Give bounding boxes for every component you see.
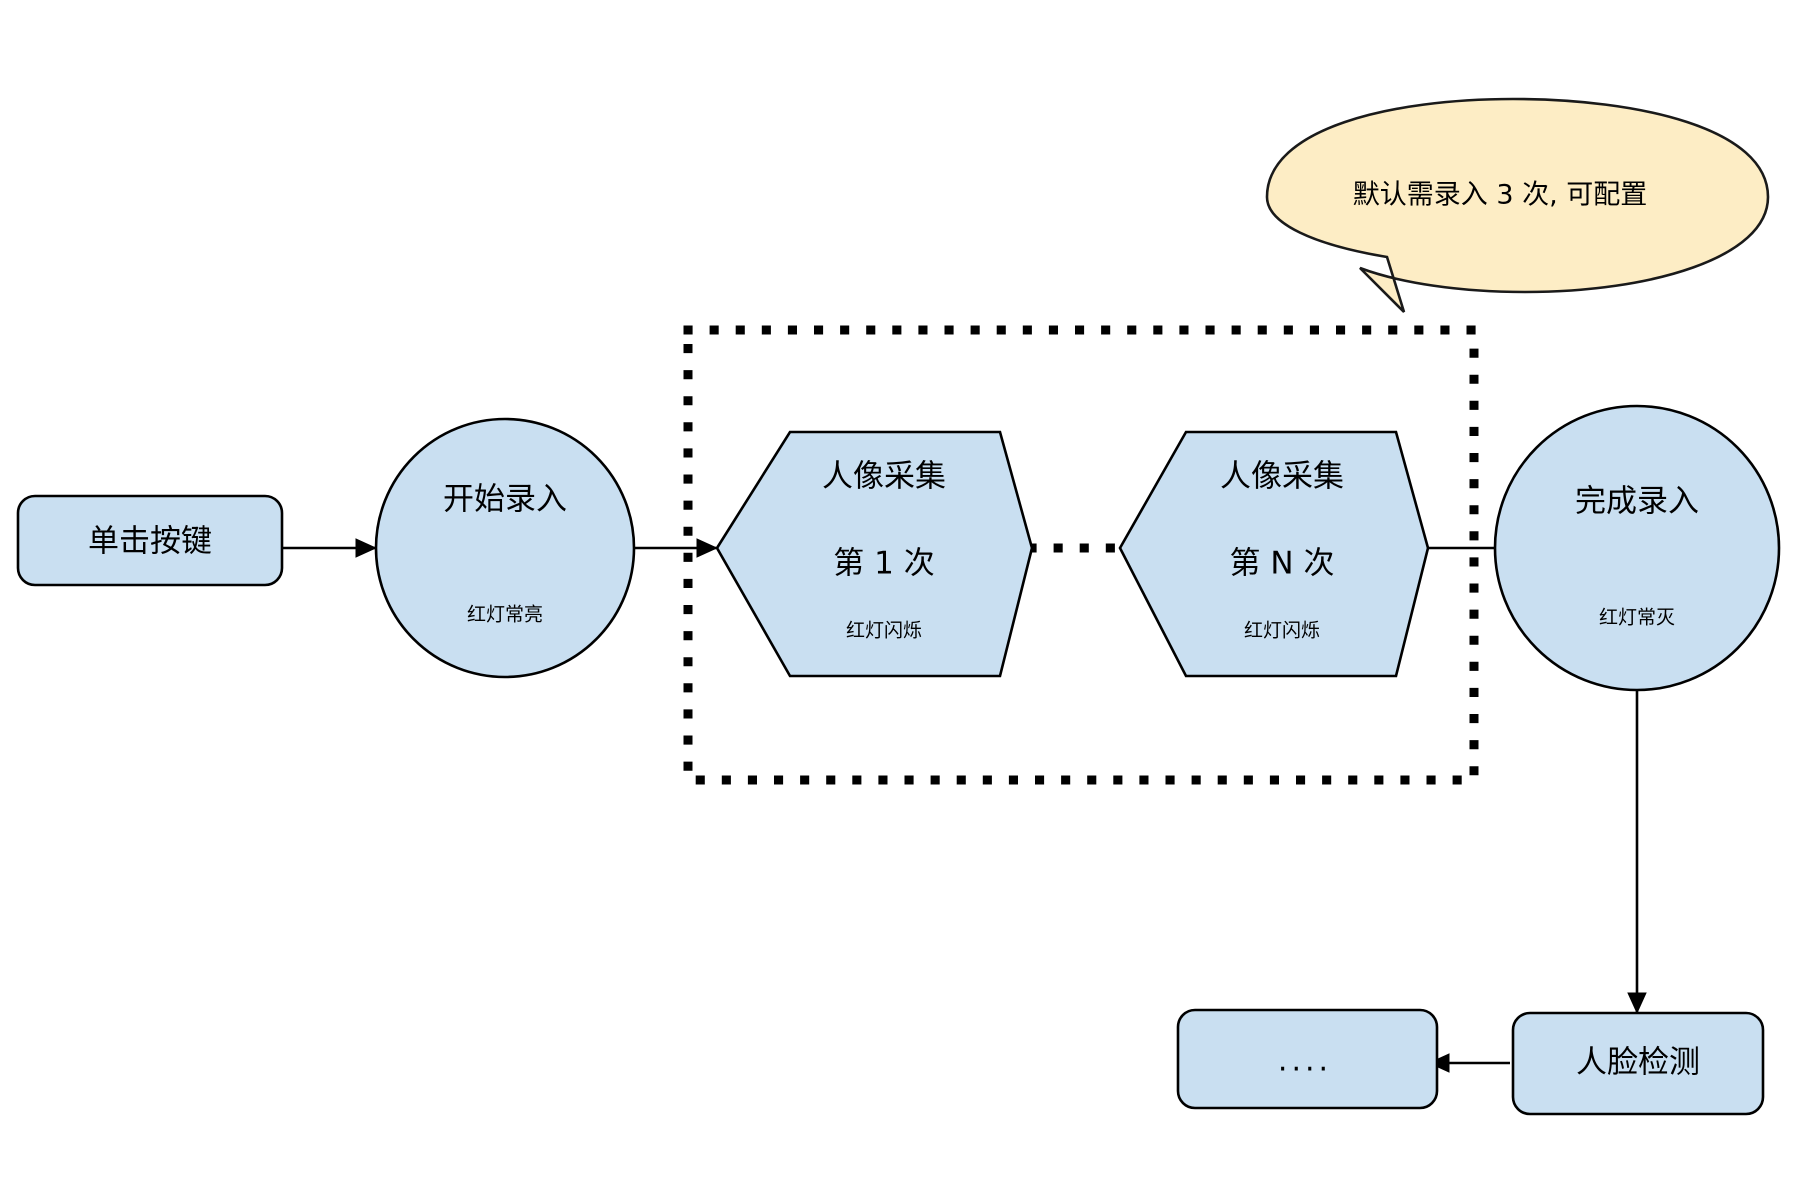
finish-enroll-label: 完成录入: [1575, 484, 1699, 520]
start-enroll-shape: [374, 417, 636, 679]
face-detect-shape: [1511, 1011, 1765, 1116]
callout-shape: [1265, 97, 1770, 313]
face-detect-label: 人脸检测: [1576, 1045, 1700, 1081]
node-capture-first[interactable]: 人像采集 第 1 次 红灯闪烁: [715, 430, 1034, 678]
capture-first-shape: [715, 430, 1034, 678]
loop-region-boundary: [683, 325, 1479, 785]
press-key-label: 单击按键: [88, 524, 212, 560]
capture-first-sublabel: 红灯闪烁: [846, 620, 922, 642]
more-steps-label: ....: [1278, 1044, 1332, 1079]
node-face-detect[interactable]: 人脸检测: [1511, 1011, 1765, 1116]
capture-first-label: 人像采集: [822, 459, 946, 495]
capture-nth-label2: 第 N 次: [1230, 546, 1335, 582]
node-start-enroll[interactable]: 开始录入 红灯常亮: [374, 417, 636, 679]
start-enroll-label: 开始录入: [443, 482, 567, 518]
node-more-steps[interactable]: ....: [1176, 1008, 1439, 1110]
callout-text: 默认需录入 3 次, 可配置: [1353, 180, 1648, 211]
more-steps-shape: [1176, 1008, 1439, 1110]
start-enroll-sublabel: 红灯常亮: [467, 604, 543, 626]
capture-first-label2: 第 1 次: [833, 546, 934, 582]
node-press-key[interactable]: 单击按键: [16, 494, 284, 587]
press-key-shape: [16, 494, 284, 587]
node-finish-enroll[interactable]: 完成录入 红灯常灭: [1493, 404, 1781, 692]
capture-nth-shape: [1118, 430, 1430, 678]
node-capture-nth[interactable]: 人像采集 第 N 次 红灯闪烁: [1118, 430, 1430, 678]
finish-enroll-shape: [1493, 404, 1781, 692]
capture-nth-sublabel: 红灯闪烁: [1244, 620, 1320, 642]
capture-nth-label: 人像采集: [1220, 459, 1344, 495]
finish-enroll-sublabel: 红灯常灭: [1599, 607, 1675, 629]
callout-bubble: 默认需录入 3 次, 可配置: [1265, 97, 1770, 313]
